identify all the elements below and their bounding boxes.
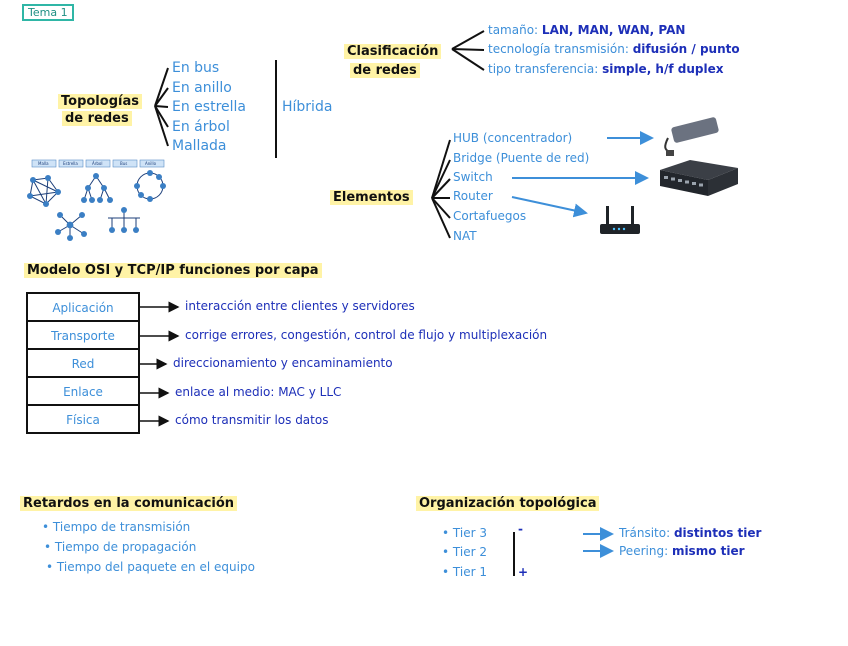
elemento-item: Bridge (Puente de red) [453,151,589,165]
topology-item: Mallada [172,138,226,154]
elemento-item: Router [453,189,493,203]
osi-layer-name: Transporte [28,322,138,350]
tier-plus: + [518,565,528,579]
tier-item: • Tier 3 [442,526,487,540]
osi-layer-name: Red [28,350,138,378]
osi-layer-desc: enlace al medio: MAC y LLC [175,385,341,399]
thumb-label: Malla [38,161,49,166]
retardo-item: • Tiempo de transmisión [42,520,190,534]
relation-item: Tránsito: distintos tier [619,526,761,540]
thumb-label: Anillo [145,161,156,166]
router-device-image [600,206,640,234]
topology-item: En bus [172,60,219,76]
clasificacion-item: tipo transferencia: simple, h/f duplex [488,62,723,76]
osi-layer-name: Aplicación [28,294,138,322]
hub-device-image [665,117,719,156]
osi-layer-name: Física [28,406,138,434]
elementos-title: Elementos [330,190,413,205]
osi-layer-desc: corrige errores, congestión, control de … [185,328,547,342]
osi-layer-desc: interacción entre clientes y servidores [185,299,415,313]
osi-layer-desc: direccionamiento y encaminamiento [173,356,393,370]
clasificacion-item: tamaño: LAN, MAN, WAN, PAN [488,23,685,37]
topology-thumbnails [27,160,166,241]
osi-layer-name: Enlace [28,378,138,406]
switch-device-image [660,160,738,196]
topology-item: En árbol [172,119,230,135]
thumbnail-labels: Malla Estrella Árbol Bus Anillo [32,160,166,168]
relation-item: Peering: mismo tier [619,544,745,558]
tier-item: • Tier 2 [442,545,487,559]
retardo-item: • Tiempo de propagación [44,540,196,554]
osi-title: Modelo OSI y TCP/IP funciones por capa [24,263,322,278]
topologias-title: Topologías de redes [58,93,142,127]
elemento-item: Switch [453,170,493,184]
tier-item: • Tier 1 [442,565,487,579]
organizacion-title: Organización topológica [416,496,599,511]
tier-minus: - [518,522,523,536]
elemento-item: Cortafuegos [453,209,526,223]
topology-item: En anillo [172,80,232,96]
clasificacion-item: tecnología transmisión: difusión / punto [488,42,740,56]
topology-item: En estrella [172,99,246,115]
thumb-label: Bus [120,161,127,166]
osi-layer-stack: Aplicación Transporte Red Enlace Física [26,292,140,434]
thumb-label: Estrella [63,161,78,166]
elemento-item: NAT [453,229,477,243]
elemento-item: HUB (concentrador) [453,131,572,145]
retardos-title: Retardos en la comunicación [20,496,237,511]
thumb-label: Árbol [92,161,102,166]
retardo-item: • Tiempo del paquete en el equipo [46,560,255,574]
clasificacion-title: Clasificación de redes [344,42,441,80]
hibrida-label: Híbrida [282,99,332,115]
osi-layer-desc: cómo transmitir los datos [175,413,328,427]
